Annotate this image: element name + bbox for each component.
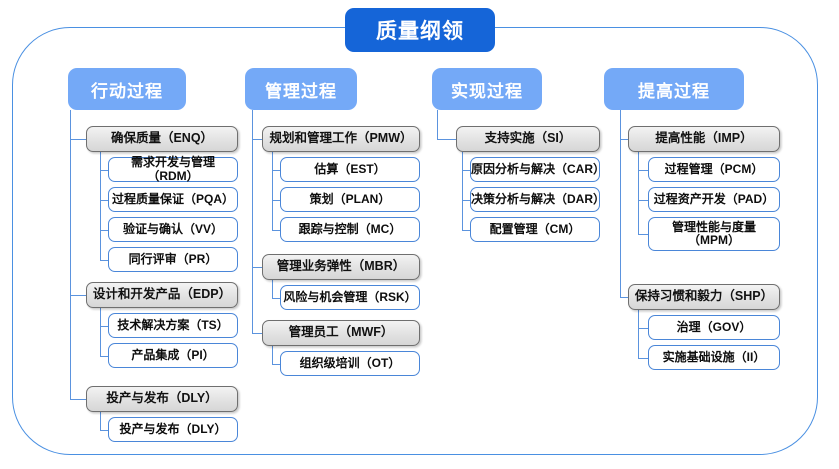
column-header-2[interactable]: 管理过程	[245, 68, 357, 110]
item-box[interactable]: 配置管理（CM）	[470, 217, 600, 242]
item-connector-2-1-3	[272, 229, 280, 231]
item-box[interactable]: 过程质量保证（PQA）	[108, 187, 238, 212]
item-box[interactable]: 技术解决方案（TS）	[108, 313, 238, 338]
item-connector-2-3-1	[272, 363, 280, 365]
item-connector-3-1-1	[462, 169, 470, 171]
root-title-block: 质量纲领	[345, 8, 495, 52]
item-box[interactable]: 同行评审（PR）	[108, 247, 238, 272]
item-box[interactable]: 组织级培训（OT）	[280, 351, 420, 376]
item-box[interactable]: 验证与确认（VV）	[108, 217, 238, 242]
item-box[interactable]: 需求开发与管理（RDM）	[108, 155, 238, 182]
group-box[interactable]: 管理业务弹性（MBR）	[262, 254, 420, 280]
column-spine-2	[252, 110, 254, 333]
group-box[interactable]: 投产与发布（DLY）	[86, 386, 238, 412]
group-connector-2-2	[252, 267, 262, 269]
item-box[interactable]: 策划（PLAN）	[280, 187, 420, 212]
item-connector-3-1-2	[462, 199, 470, 201]
item-connector-4-2-1	[638, 327, 648, 329]
item-box[interactable]: 投产与发布（DLY）	[108, 417, 238, 442]
group-subspine-2-1	[272, 152, 274, 230]
item-connector-4-1-3	[638, 234, 648, 236]
group-connector-1-1	[70, 139, 86, 141]
group-box[interactable]: 管理员工（MWF）	[262, 320, 420, 346]
item-connector-4-1-1	[638, 169, 648, 171]
group-subspine-2-2	[272, 280, 274, 298]
group-subspine-4-2	[638, 310, 640, 358]
group-subspine-1-2	[100, 308, 102, 356]
item-connector-2-1-1	[272, 169, 280, 171]
group-subspine-1-3	[100, 412, 102, 430]
item-box[interactable]: 估算（EST）	[280, 157, 420, 182]
item-connector-1-2-1	[100, 325, 108, 327]
item-connector-4-2-2	[638, 357, 648, 359]
group-connector-2-1	[252, 139, 262, 141]
group-connector-3-1	[437, 139, 456, 141]
item-connector-2-2-1	[272, 297, 280, 299]
group-subspine-4-1	[638, 152, 640, 234]
group-box[interactable]: 保持习惯和毅力（SHP）	[628, 284, 780, 310]
item-box[interactable]: 原因分析与解决（CAR）	[470, 157, 605, 182]
item-box[interactable]: 治理（GOV）	[648, 315, 780, 340]
group-box[interactable]: 设计和开发产品（EDP）	[86, 282, 238, 308]
column-header-3[interactable]: 实现过程	[432, 68, 542, 110]
item-connector-4-1-2	[638, 199, 648, 201]
item-box[interactable]: 过程资产开发（PAD）	[648, 187, 780, 212]
column-spine-4	[620, 110, 622, 297]
group-box[interactable]: 支持实施（SI）	[456, 126, 600, 152]
group-box[interactable]: 提高性能（IMP）	[628, 126, 780, 152]
item-connector-1-1-1	[100, 169, 108, 171]
column-header-1[interactable]: 行动过程	[68, 68, 186, 110]
group-connector-1-3	[70, 399, 86, 401]
item-box[interactable]: 管理性能与度量（MPM）	[648, 217, 780, 251]
item-connector-1-1-4	[100, 259, 108, 261]
group-connector-2-3	[252, 333, 262, 335]
group-subspine-1-1	[100, 152, 102, 260]
group-subspine-2-3	[272, 346, 274, 364]
item-box[interactable]: 风险与机会管理（RSK）	[280, 285, 420, 310]
item-connector-1-1-3	[100, 229, 108, 231]
column-header-4[interactable]: 提高过程	[604, 68, 744, 110]
group-connector-4-2	[620, 297, 628, 299]
item-box[interactable]: 实施基础设施（II）	[648, 345, 780, 370]
column-spine-3	[437, 110, 439, 139]
item-box[interactable]: 决策分析与解决（DAR）	[470, 187, 605, 212]
group-box[interactable]: 规划和管理工作（PMW）	[262, 126, 420, 152]
group-subspine-3-1	[462, 152, 464, 230]
item-connector-1-1-2	[100, 199, 108, 201]
group-box[interactable]: 确保质量（ENQ）	[86, 126, 238, 152]
item-connector-1-2-2	[100, 355, 108, 357]
group-connector-4-1	[620, 139, 628, 141]
column-spine-1	[70, 110, 72, 399]
group-connector-1-2	[70, 295, 86, 297]
item-box[interactable]: 过程管理（PCM）	[648, 157, 780, 182]
item-connector-2-1-2	[272, 199, 280, 201]
item-box[interactable]: 跟踪与控制（MC）	[280, 217, 420, 242]
item-box[interactable]: 产品集成（PI）	[108, 343, 238, 368]
item-connector-1-3-1	[100, 429, 108, 431]
item-connector-3-1-3	[462, 229, 470, 231]
